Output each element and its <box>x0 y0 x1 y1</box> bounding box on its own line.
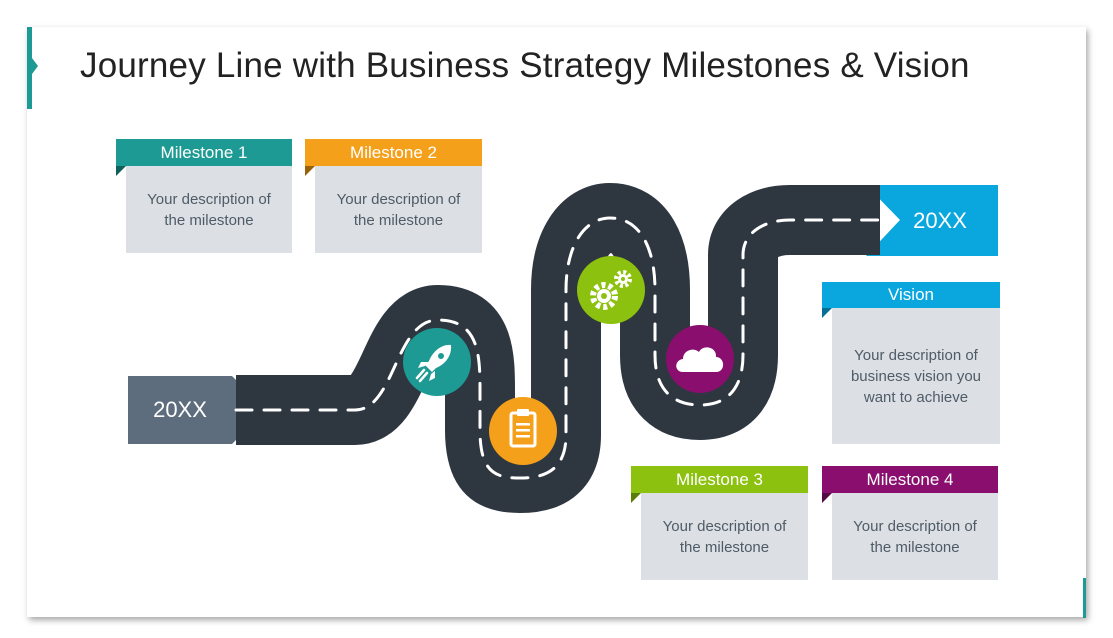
title-accent-bar <box>27 27 32 109</box>
milestone-1-fold <box>116 166 126 176</box>
cloud-icon <box>666 325 734 393</box>
milestone-4-description: Your description of the milestone <box>832 493 998 580</box>
vision-description: Your description of business vision you … <box>832 308 1000 444</box>
milestone-3-label: Milestone 3 <box>631 466 808 493</box>
milestone-2-label: Milestone 2 <box>305 139 482 166</box>
page-title: Journey Line with Business Strategy Mile… <box>80 46 970 85</box>
vision-label: Vision <box>822 282 1000 308</box>
gears-icon <box>577 256 645 324</box>
milestone-3-description: Your description of the milestone <box>641 493 808 580</box>
milestone-1-description: Your description of the milestone <box>126 166 292 253</box>
corner-accent-line <box>1083 578 1086 618</box>
end-year-label: 20XX <box>913 207 967 233</box>
start-arrow <box>128 376 266 444</box>
milestone-4-fold <box>822 493 832 503</box>
milestone-4-label: Milestone 4 <box>822 466 998 493</box>
rocket-icon <box>403 328 471 396</box>
vision-fold <box>822 308 832 318</box>
milestone-1-label: Milestone 1 <box>116 139 292 166</box>
milestone-2-fold <box>305 166 315 176</box>
clipboard-icon <box>489 397 557 465</box>
road <box>236 183 880 513</box>
milestone-2-description: Your description of the milestone <box>315 166 482 253</box>
end-arrow <box>866 185 998 256</box>
road-center-dashes <box>234 216 882 480</box>
title-accent-notch <box>32 58 38 74</box>
milestone-3-fold <box>631 493 641 503</box>
start-year-label: 20XX <box>153 397 207 422</box>
